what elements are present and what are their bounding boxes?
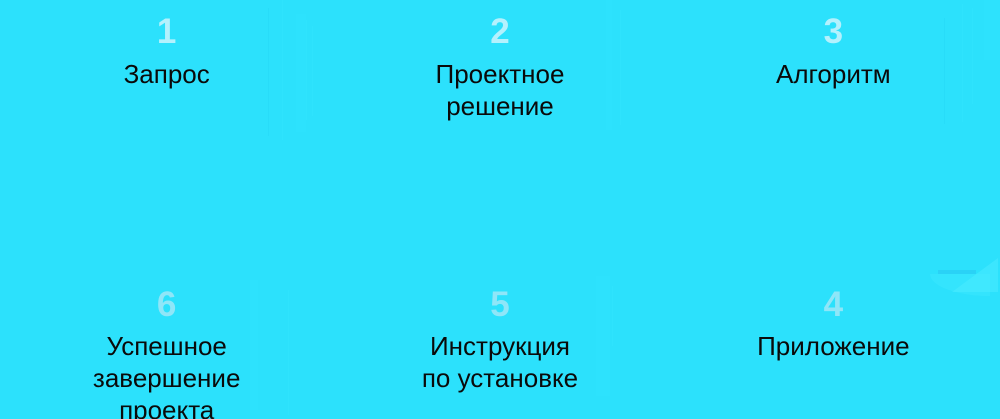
step-1[interactable]: 1 Запрос: [0, 0, 333, 149]
step-3-label: Алгоритм: [776, 59, 891, 89]
step-6-label: Успешное завершение проекта: [92, 331, 241, 419]
step-6-number: 6: [156, 285, 177, 324]
step-1-number: 1: [156, 12, 177, 51]
step-4-label: Приложение: [757, 331, 910, 361]
step-6[interactable]: 6 Успешное завершение проекта: [0, 270, 333, 419]
step-3-number: 3: [823, 12, 844, 51]
step-2-label: Проектное решение: [435, 59, 565, 121]
step-5[interactable]: 5 Инструкция по установке: [333, 270, 666, 419]
step-2-number: 2: [490, 12, 510, 51]
step-2[interactable]: 2 Проектное решение: [333, 0, 666, 149]
middle-spacer-right: [667, 149, 1000, 270]
middle-spacer-left: [0, 149, 333, 270]
step-5-number: 5: [490, 285, 510, 324]
step-4-number: 4: [823, 285, 844, 324]
step-3[interactable]: 3 Алгоритм: [667, 0, 1000, 149]
step-5-label: Инструкция по установке: [421, 331, 579, 393]
step-1-label: Запрос: [123, 59, 210, 89]
middle-spacer-center: [333, 149, 666, 270]
step-4[interactable]: 4 Приложение: [667, 270, 1000, 419]
